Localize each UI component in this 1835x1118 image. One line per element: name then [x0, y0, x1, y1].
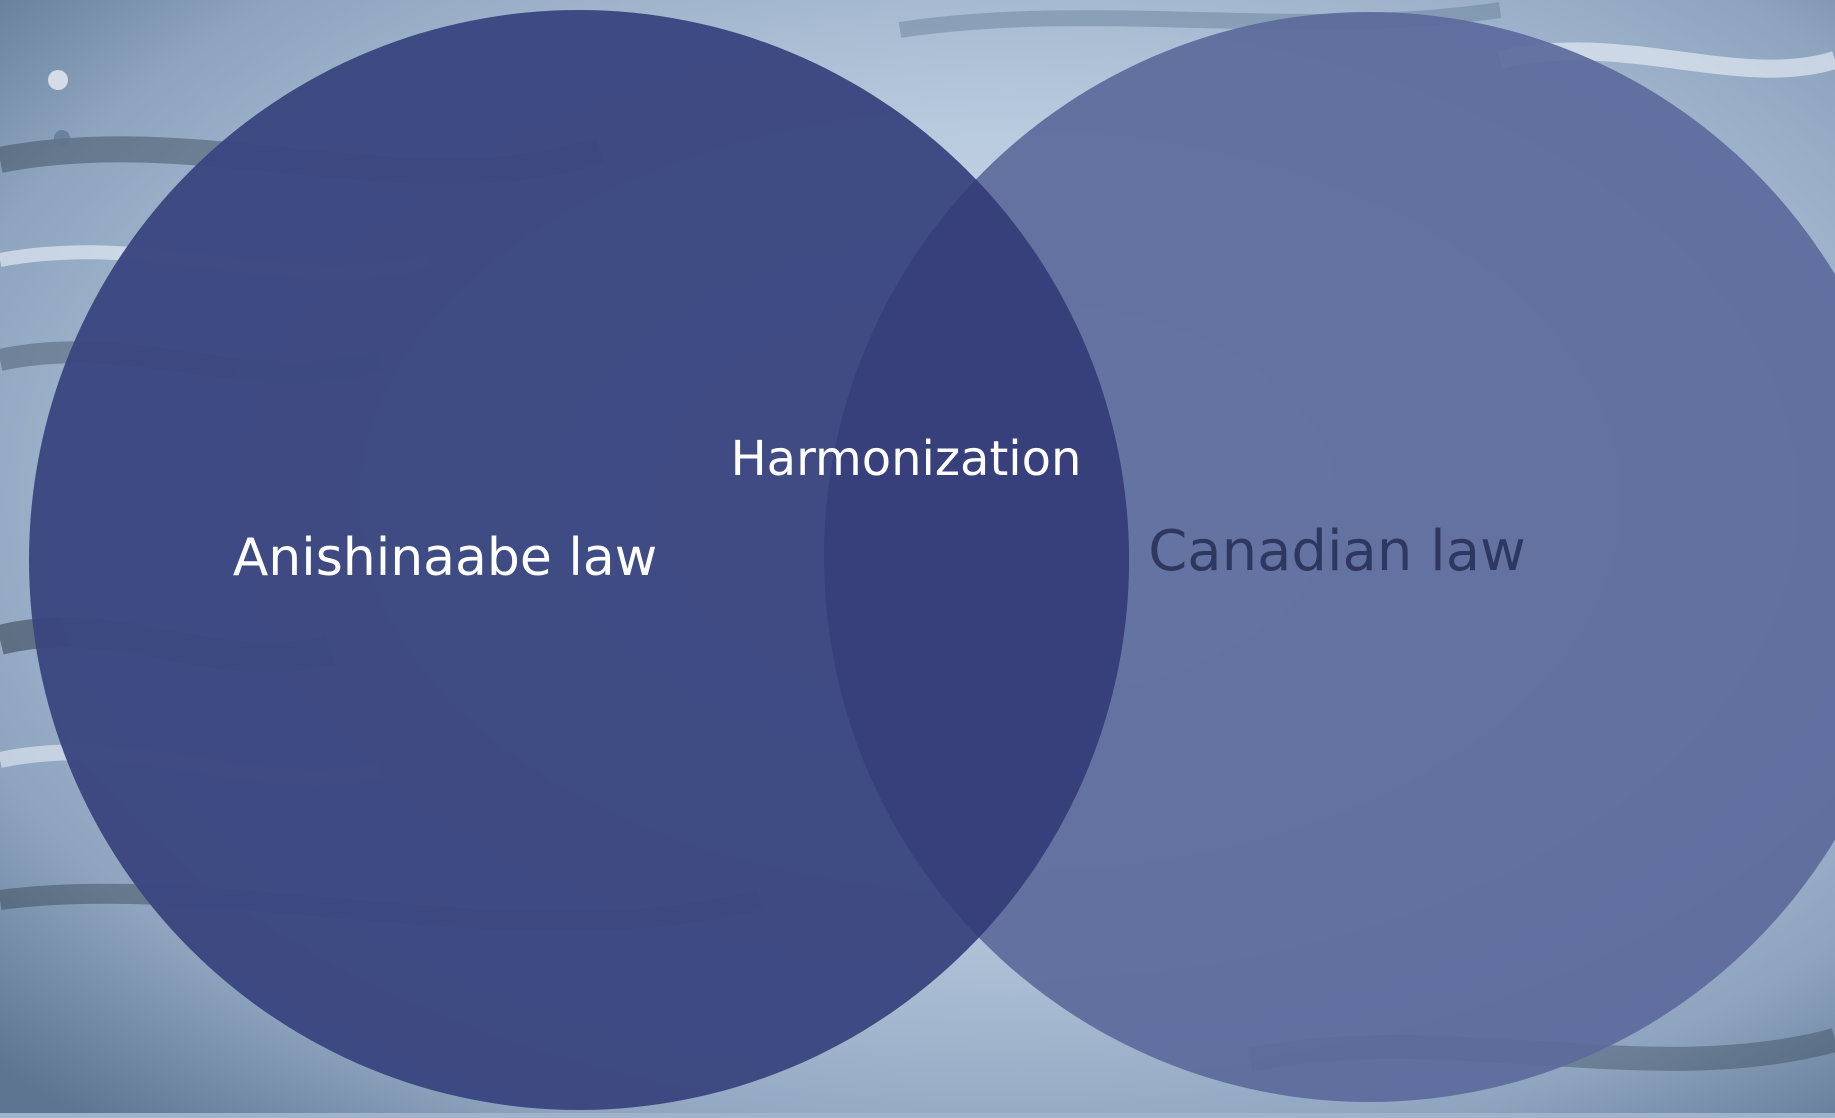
- venn-circle-right: [824, 12, 1835, 1102]
- venn-circle-left: [29, 10, 1129, 1110]
- label-harmonization: Harmonization: [731, 431, 1082, 487]
- label-canadian-law: Canadian law: [1148, 519, 1526, 584]
- label-anishinaabe-law: Anishinaabe law: [233, 528, 658, 588]
